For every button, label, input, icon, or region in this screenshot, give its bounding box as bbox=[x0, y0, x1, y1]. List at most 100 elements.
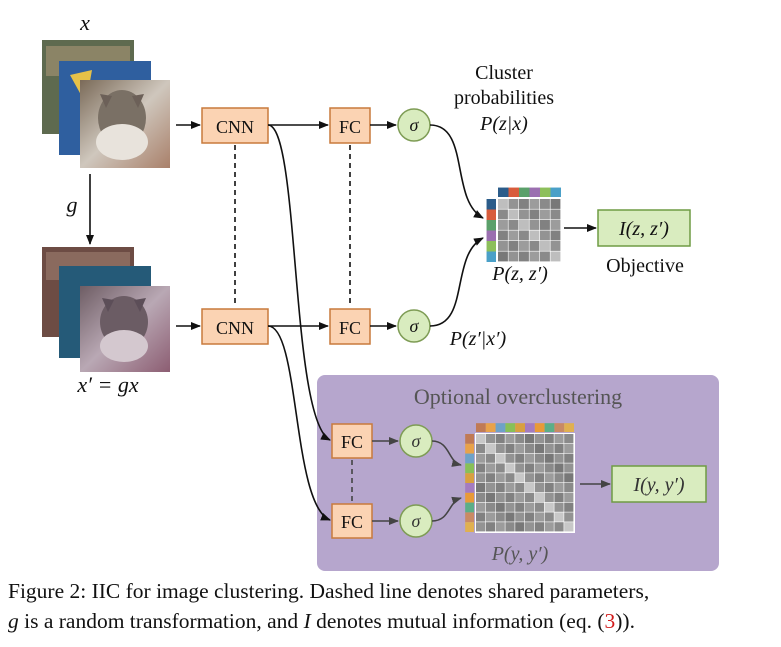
heatmap-cell bbox=[495, 492, 505, 502]
heatmap-cell bbox=[505, 512, 515, 522]
heatmap-cell bbox=[544, 453, 554, 463]
heatmap-cell bbox=[515, 463, 525, 473]
label-g: g bbox=[67, 192, 78, 217]
heatmap-top-swatch bbox=[515, 423, 525, 432]
sigma-bottom: σ bbox=[397, 309, 431, 343]
heatmap-top-swatch bbox=[540, 187, 551, 197]
heatmap-cell bbox=[564, 434, 574, 444]
heatmap-left-swatch bbox=[465, 492, 474, 503]
heatmap-cell bbox=[554, 453, 564, 463]
heatmap-cell bbox=[544, 434, 554, 444]
heatmap-cell bbox=[554, 473, 564, 483]
heatmap-top-swatch bbox=[534, 423, 545, 432]
heatmap-cell bbox=[495, 453, 505, 463]
heatmap-left-swatch bbox=[486, 199, 496, 210]
heatmap-cell bbox=[550, 230, 561, 241]
heatmap-cell bbox=[508, 251, 519, 262]
objective-izz: I(z, z′) bbox=[597, 209, 691, 247]
heatmap-cell bbox=[508, 220, 519, 230]
heatmap-cell bbox=[498, 199, 508, 209]
heatmap-cell bbox=[498, 251, 508, 262]
heatmap-cell bbox=[525, 453, 535, 463]
caption-mid: is a random transformation, and bbox=[18, 609, 304, 633]
label-probabilities: probabilities bbox=[454, 87, 554, 109]
heatmap-cell bbox=[554, 463, 564, 473]
heatmap-cell bbox=[540, 220, 550, 230]
heatmap-cell bbox=[476, 502, 486, 512]
heatmap-cell bbox=[544, 483, 554, 493]
heatmap-cell bbox=[540, 199, 550, 209]
heatmap-cell bbox=[476, 443, 486, 453]
heatmap-cell bbox=[564, 463, 574, 473]
heatmap-cell bbox=[476, 522, 486, 532]
heatmap-cell bbox=[529, 230, 540, 241]
heatmap-left-swatch bbox=[486, 209, 496, 220]
heatmap-cell bbox=[534, 512, 544, 522]
heatmap-cell bbox=[515, 473, 525, 483]
heatmap-cell bbox=[515, 483, 525, 493]
caption-g: g bbox=[8, 609, 19, 633]
heatmap-cell bbox=[525, 434, 535, 444]
heatmap-cell bbox=[519, 209, 529, 220]
heatmap-left-swatch bbox=[486, 251, 496, 262]
heatmap-cell bbox=[534, 453, 544, 463]
label-xprime: x′ = gx bbox=[76, 372, 138, 397]
heatmap-left-swatch bbox=[465, 453, 474, 464]
heatmap-cell bbox=[564, 522, 574, 532]
heatmap-left-swatch bbox=[465, 522, 474, 532]
heatmap-left-swatch bbox=[465, 502, 474, 513]
fc-over-top: FC bbox=[331, 423, 373, 459]
heatmap-cell bbox=[564, 512, 574, 522]
arrow-cnn-bottom-to-overfc bbox=[267, 325, 331, 521]
arrow-oversigma-top-to-joint bbox=[431, 440, 462, 467]
heatmap-cell bbox=[505, 492, 515, 502]
heatmap-cell bbox=[519, 220, 529, 230]
heatmap-cell bbox=[485, 434, 495, 444]
heatmap-cell bbox=[550, 199, 561, 209]
caption-suffix-b: )). bbox=[615, 609, 635, 633]
heatmap-top-swatch bbox=[544, 423, 555, 432]
svg-text:I(y, y′): I(y, y′) bbox=[632, 474, 684, 496]
heatmap-cell bbox=[495, 512, 505, 522]
heatmap-cell bbox=[485, 453, 495, 463]
heatmap-cell bbox=[540, 209, 550, 220]
heatmap-cell bbox=[476, 473, 486, 483]
heatmap-cell bbox=[485, 512, 495, 522]
heatmap-cell bbox=[544, 443, 554, 453]
heatmap-left-swatch bbox=[486, 220, 496, 231]
heatmap-cell bbox=[515, 443, 525, 453]
heatmap-cell bbox=[554, 522, 564, 532]
heatmap-cell bbox=[525, 512, 535, 522]
heatmap-cell bbox=[485, 483, 495, 493]
heatmap-top-swatch bbox=[508, 187, 519, 197]
heatmap-cell bbox=[534, 522, 544, 532]
svg-text:FC: FC bbox=[341, 432, 363, 452]
heatmap-cell bbox=[529, 241, 540, 251]
heatmap-top-swatch bbox=[554, 423, 565, 432]
heatmap-cell bbox=[534, 483, 544, 493]
heatmap-top-swatch bbox=[498, 187, 509, 197]
heatmap-top-swatch bbox=[485, 423, 496, 432]
heatmap-cell bbox=[498, 230, 508, 241]
heatmap-cell bbox=[519, 251, 529, 262]
heatmap-cell bbox=[495, 502, 505, 512]
heatmap-cell bbox=[529, 251, 540, 262]
caption-eq-ref[interactable]: 3 bbox=[604, 609, 616, 633]
heatmap-cell bbox=[515, 502, 525, 512]
heatmap-cell bbox=[498, 241, 508, 251]
heatmap-cell bbox=[505, 473, 515, 483]
label-pzx: P(z|x) bbox=[479, 113, 528, 135]
label-cluster: Cluster bbox=[475, 62, 533, 84]
heatmap-cell bbox=[534, 492, 544, 502]
heatmap-cell bbox=[544, 473, 554, 483]
heatmap-cell bbox=[519, 199, 529, 209]
arrow-sigma-bottom-to-joint bbox=[429, 237, 484, 327]
caption-suffix-a: denotes mutual information (eq. ( bbox=[310, 609, 605, 633]
heatmap-cell bbox=[515, 453, 525, 463]
transformed-image-stack bbox=[42, 247, 170, 372]
heatmap-cell bbox=[525, 502, 535, 512]
svg-text:σ: σ bbox=[412, 431, 422, 451]
heatmap-cell bbox=[534, 463, 544, 473]
heatmap-top-swatch bbox=[529, 187, 540, 197]
heatmap-cell bbox=[564, 483, 574, 493]
